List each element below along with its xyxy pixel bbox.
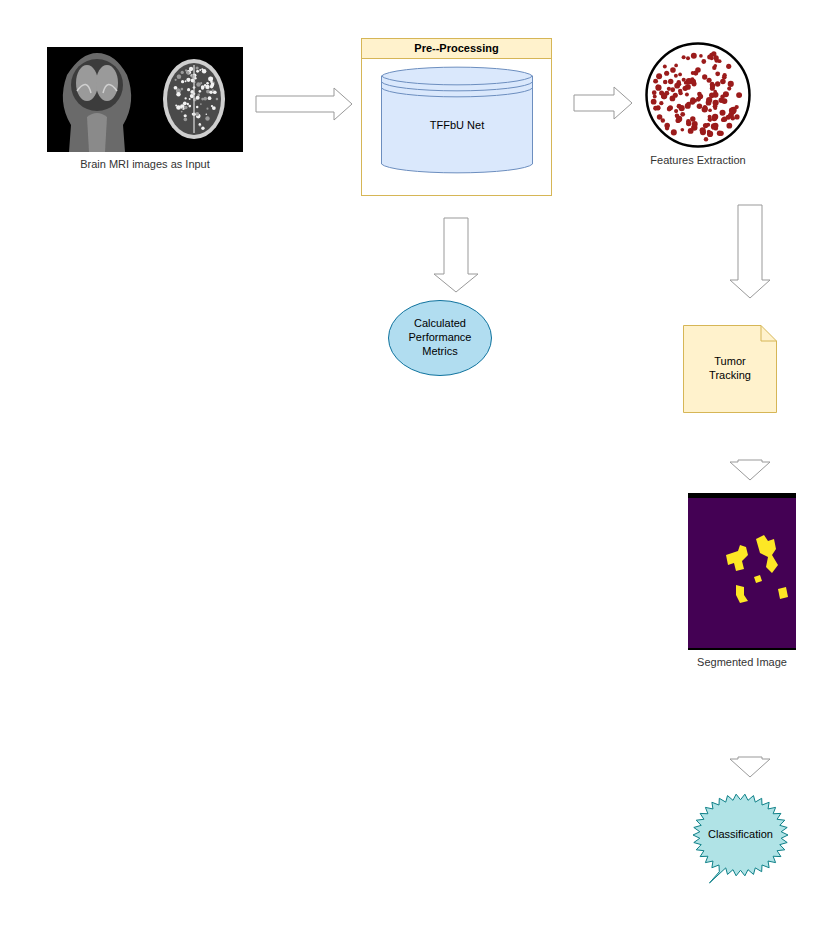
caption-label: Segmented Image [697,656,787,670]
axial-slice [163,59,225,139]
image-ground [47,47,243,152]
block-arrow [574,87,632,119]
node-label: Calculated Performance Metrics [409,317,472,358]
terminal-ellipse: Calculated Performance Metrics [388,300,492,376]
caption-label: Features Extraction [650,154,745,168]
block-arrow [256,88,352,120]
block-arrow [730,205,770,298]
block-arrow [730,757,770,777]
seg-shape [688,493,796,650]
group-title: Pre--Processing [361,38,552,58]
block-arrow [730,460,770,480]
callout-burst: Classification [692,786,789,884]
node-label: Tumor Tracking [707,355,754,383]
features-shape [645,42,751,148]
coronal-slice [63,53,131,152]
process-group: Pre--ProcessingTFFbU Net [361,38,552,196]
mri-image: Brain MRI images as Input [47,47,243,152]
node-label: Classification [708,828,773,842]
mri-shape [47,47,243,152]
document-note: Tumor Tracking [683,325,777,413]
segmented-image: Segmented Image [688,493,796,650]
database-cylinder: TFFbU Net [381,66,533,174]
node-label: TFFbU Net [430,119,484,133]
caption-label: Brain MRI images as Input [80,158,210,172]
feature-cloud: Features Extraction [645,42,751,148]
block-arrow [434,218,478,292]
